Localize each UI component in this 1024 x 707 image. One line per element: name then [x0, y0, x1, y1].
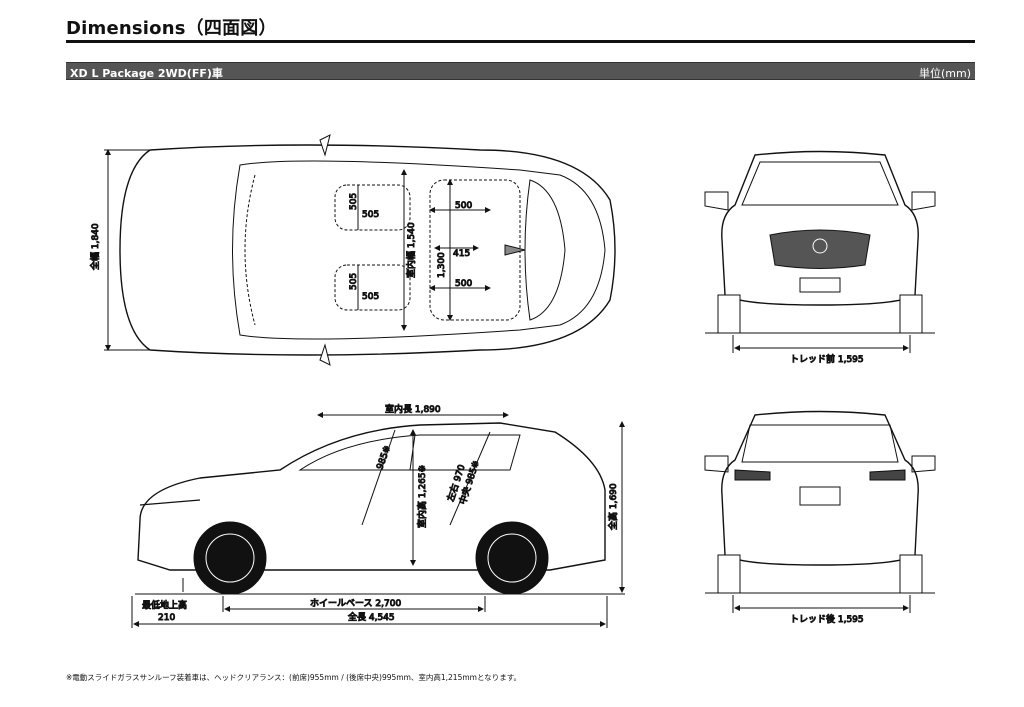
overall-width-label: 全幅 1,840 — [89, 223, 101, 270]
overall-height-label: 全高 1,690 — [607, 483, 619, 530]
overall-length-label: 全長 4,545 — [348, 611, 395, 623]
front-headroom-label: 985※ — [375, 444, 393, 471]
front-seat-depth-2: 505 — [349, 273, 359, 290]
wheelbase-label: ホイールベース 2,700 — [310, 598, 401, 609]
front-seat-width-2: 505 — [362, 292, 379, 302]
interior-length-label: 室内長 1,890 — [385, 403, 441, 415]
unit-label: 単位(mm) — [918, 67, 971, 80]
ground-clearance-caption: 最低地上高 — [142, 599, 187, 611]
rear-view-car — [704, 410, 936, 594]
rear-center-label: 415 — [453, 249, 470, 259]
rear-seat-width-2: 500 — [455, 279, 472, 289]
front-view-car — [704, 150, 936, 334]
top-view-car — [119, 134, 616, 366]
footnote: ※電動スライドガラスサンルーフ装着車は、ヘッドクリアランス：(前席)955mm … — [66, 673, 521, 682]
tread-front-label: トレッド前 1,595 — [790, 353, 864, 365]
interior-height-label: 室内高 1,265※ — [416, 465, 428, 528]
model-label: XD L Package 2WD(FF)車 — [70, 67, 223, 80]
interior-width-label: 室内幅 1,540 — [405, 222, 417, 278]
side-view-car — [137, 422, 606, 595]
front-seat-depth-1: 505 — [349, 193, 359, 210]
rear-width-label: 1,300 — [437, 252, 447, 278]
page-title: Dimensions（四面図） — [66, 18, 277, 39]
rear-seat-width-1: 500 — [455, 201, 472, 211]
section-bar: XD L Package 2WD(FF)車 単位(mm) — [66, 62, 975, 80]
tread-rear-label: トレッド後 1,595 — [790, 613, 864, 625]
front-seat-width-1: 505 — [362, 210, 379, 220]
title-rule — [66, 40, 975, 43]
ground-clearance-value: 210 — [158, 613, 175, 623]
